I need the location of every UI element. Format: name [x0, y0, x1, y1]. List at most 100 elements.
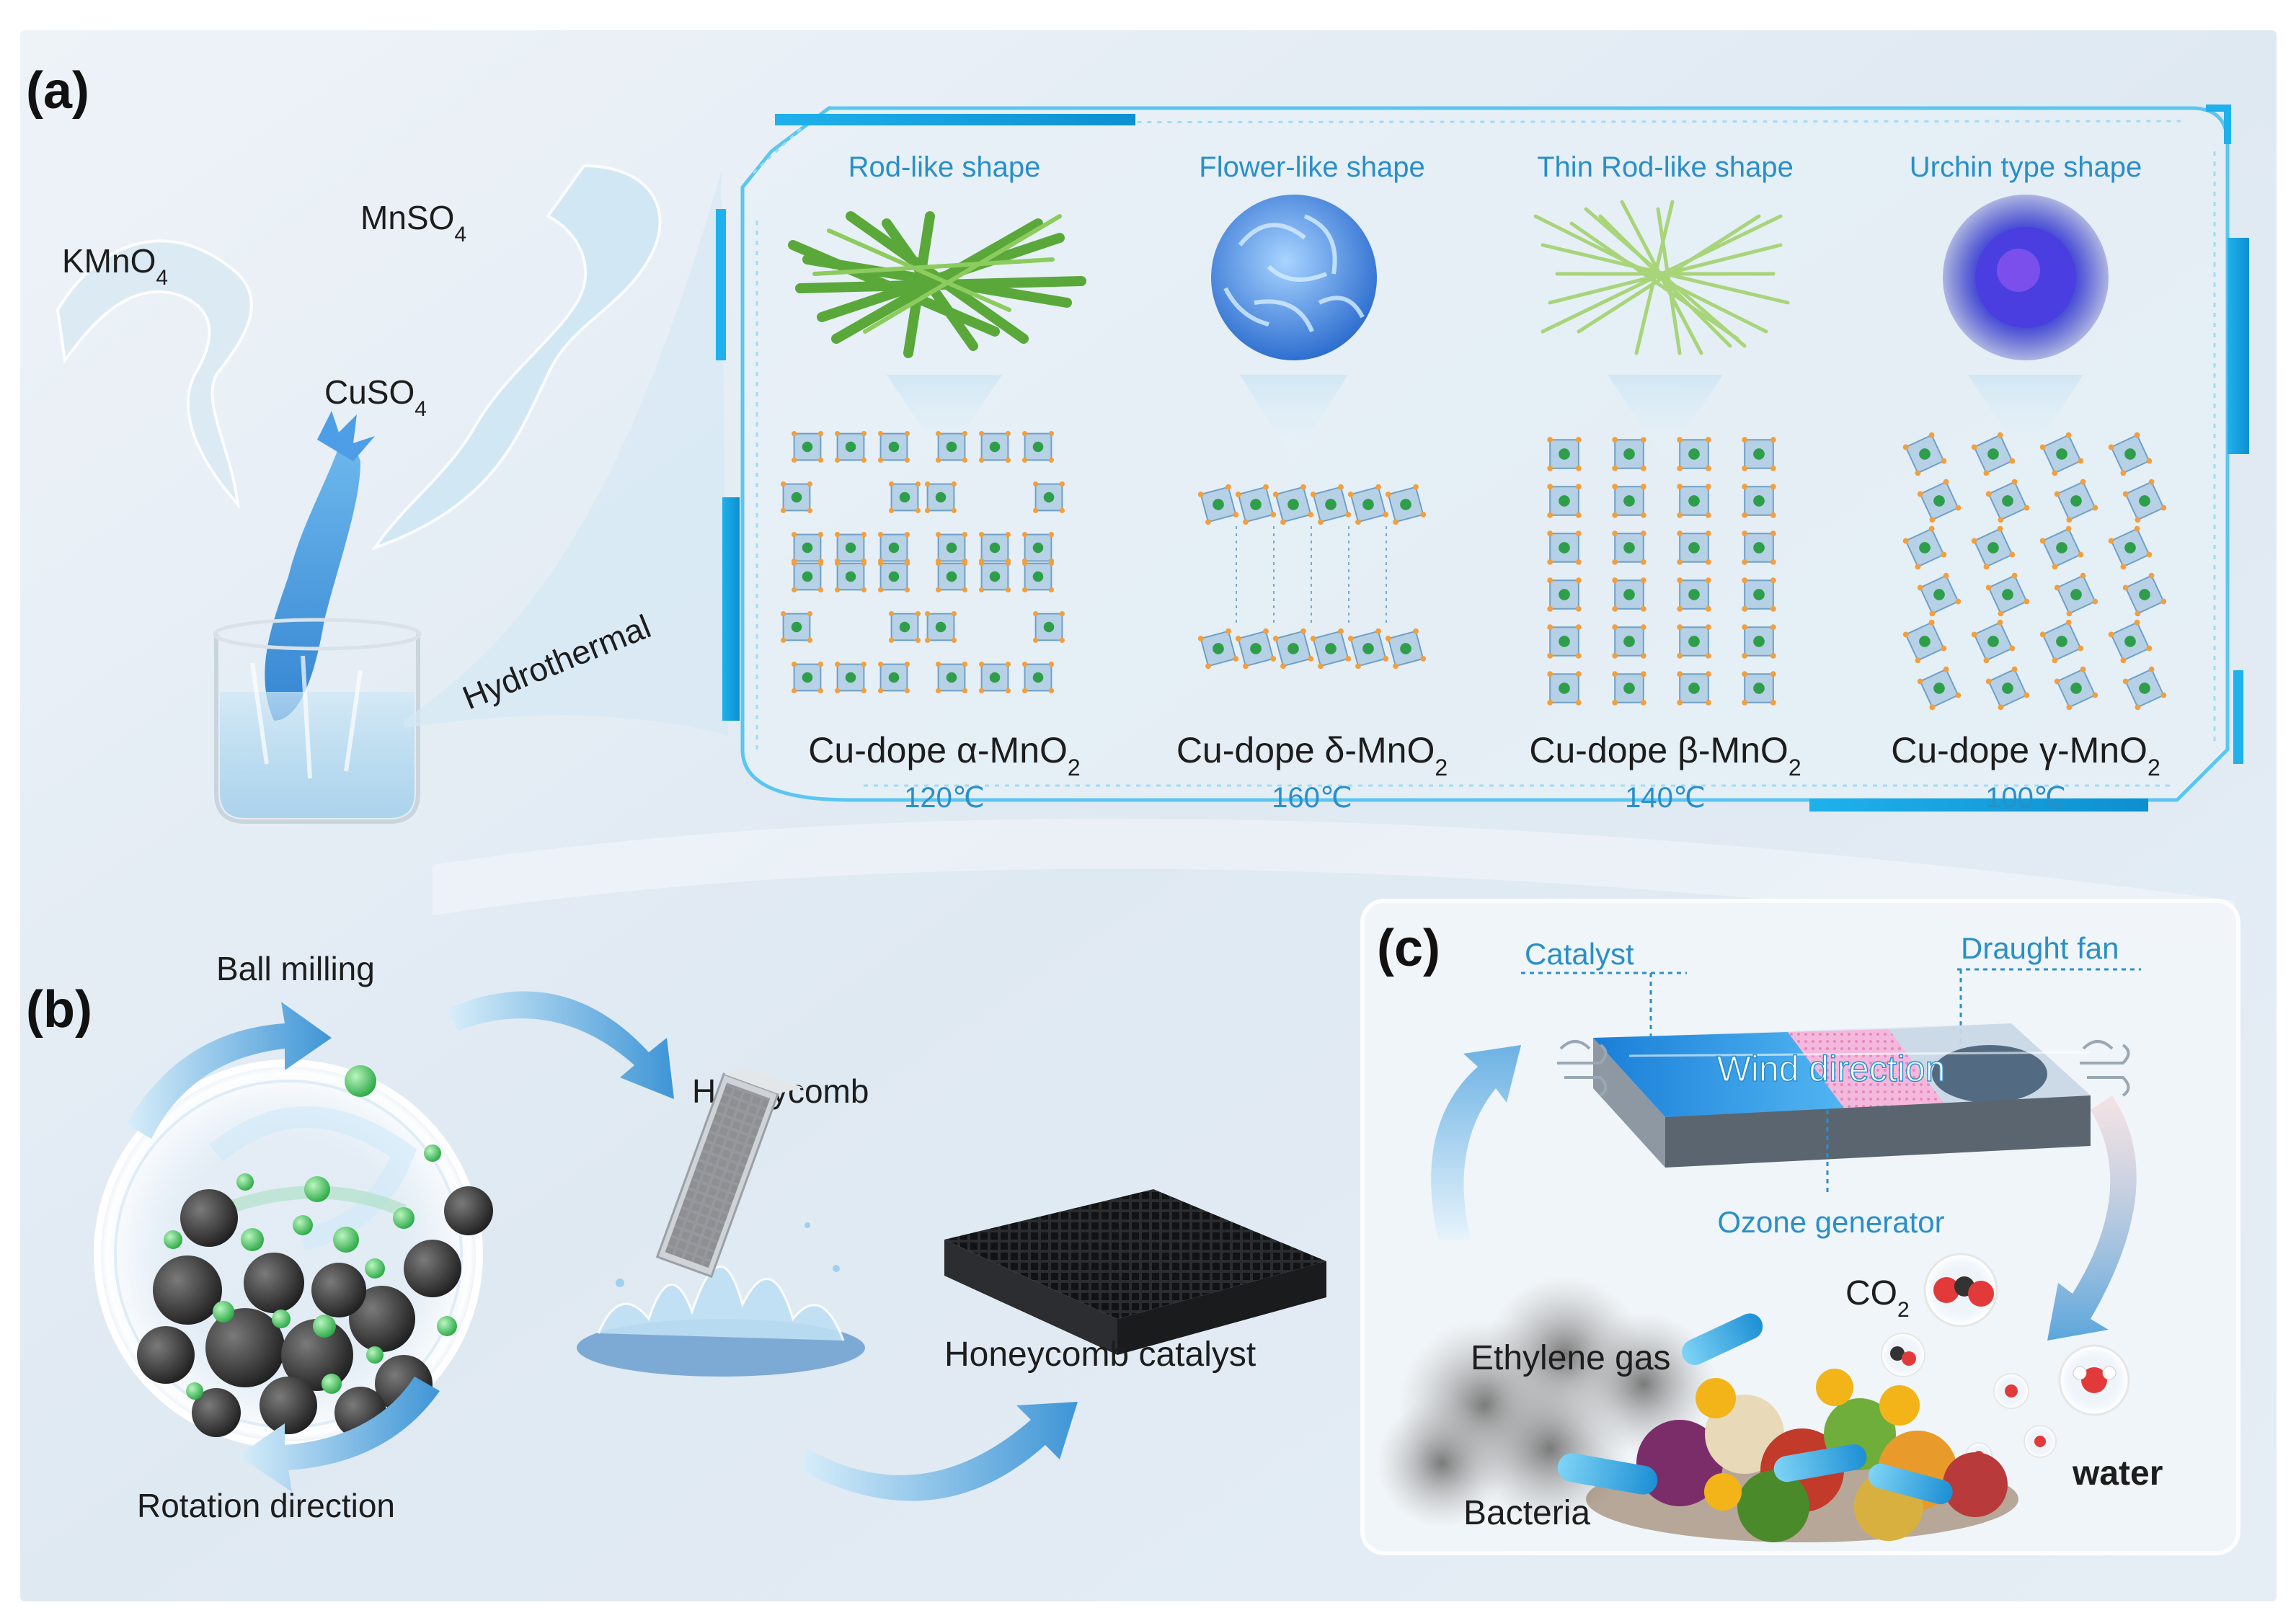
- powder-particle: [213, 1301, 234, 1323]
- phase-label-gamma: Cu-dope γ-MnO2: [1891, 730, 2160, 781]
- panel-a: (a) KMnO4 MnSO4 CuSO4 Hydrothermal: [26, 62, 2249, 824]
- light-streak: [433, 818, 2235, 951]
- panel-b-label: (b): [26, 981, 92, 1039]
- wind-icon-right: [2080, 1040, 2130, 1097]
- arrow-to-honeycomb: [447, 991, 674, 1099]
- powder-particle: [393, 1207, 415, 1229]
- temp-label-gamma: 100℃: [1985, 782, 2066, 814]
- arrow-to-catalyst: [800, 1402, 1078, 1501]
- grinding-ball: [192, 1388, 241, 1437]
- tech-frame: [716, 105, 2249, 812]
- rotation-direction-label: Rotation direction: [137, 1487, 395, 1524]
- grinding-ball: [205, 1308, 285, 1387]
- column-gamma: Urchin type shape Cu-dope γ-MnO2 100℃: [1891, 151, 2167, 814]
- honeycomb-catalyst-block: [944, 1189, 1326, 1355]
- kmno4-splash: [56, 239, 253, 510]
- catalyst-layer: [1593, 1032, 1845, 1117]
- beaker: [213, 618, 422, 824]
- grinding-ball: [244, 1253, 304, 1313]
- wind-direction-label: Wind direction: [1717, 1049, 1946, 1089]
- powder-particle: [345, 1065, 376, 1097]
- panel-c: (c) Catalyst Draught fan Wind: [1360, 899, 2240, 1555]
- catalyst-label: Catalyst: [1525, 937, 1634, 971]
- beta-crystal-structure: [1547, 437, 1776, 706]
- panel-b: (b) Ball milling Rotation direction Hone…: [26, 950, 1326, 1524]
- wind-icon-left: [1557, 1040, 1608, 1097]
- column-beta: Thin Rod-like shape Cu-dope β-MnO2 140℃: [1529, 151, 1801, 814]
- kmno4-label: KMnO4: [62, 242, 168, 290]
- rotation-arrow-top: [126, 1002, 332, 1139]
- temp-label-beta: 140℃: [1625, 782, 1706, 814]
- hydrothermal-beam: [404, 173, 728, 735]
- grinding-ball: [137, 1326, 195, 1384]
- bacteria-group: [1557, 1313, 1953, 1505]
- grinding-ball: [311, 1263, 366, 1317]
- ball-milling-label: Ball milling: [216, 950, 375, 987]
- column-delta: Flower-like shape Cu-dope δ-MnO2 160℃: [1176, 151, 1448, 814]
- shape-label-urchin: Urchin type shape: [1910, 151, 2142, 183]
- cuso4-splash-top: [317, 411, 375, 461]
- cuso4-label: CuSO4: [324, 373, 427, 421]
- co2-molecule: [1923, 1253, 1998, 1328]
- air-outflow-arrow: [2047, 1095, 2137, 1341]
- fan-unit: [1932, 1045, 2047, 1103]
- powder-particle: [304, 1176, 330, 1202]
- gamma-crystal-structure: [1902, 432, 2167, 711]
- urchin-morphology: [1943, 195, 2109, 360]
- powder-particle: [186, 1382, 203, 1400]
- ozone-generator-label: Ozone generator: [1717, 1205, 1944, 1239]
- cone-beta: [1608, 375, 1723, 461]
- grinding-ball: [281, 1319, 353, 1391]
- panel-a-label: (a): [26, 62, 89, 120]
- panel-c-label: (c): [1377, 920, 1440, 977]
- shape-label-thin-rod: Thin Rod-like shape: [1537, 151, 1794, 183]
- flower-morphology: [1211, 195, 1377, 360]
- grinding-ball: [349, 1286, 415, 1352]
- phase-label-alpha: Cu-dope α-MnO2: [808, 730, 1080, 781]
- mnso4-label: MnSO4: [360, 199, 466, 246]
- powder-particle: [164, 1230, 182, 1249]
- powder-particle: [236, 1173, 254, 1191]
- mnso4-splash: [371, 164, 662, 551]
- powder-particle: [322, 1374, 342, 1394]
- delta-crystal-structure: [1197, 484, 1427, 670]
- powder-particle: [424, 1144, 441, 1162]
- purifier-device: [1593, 1023, 2091, 1168]
- air-inflow-arrow: [1431, 1045, 1521, 1240]
- grinding-ball: [404, 1240, 461, 1297]
- ethylene-gas-label: Ethylene gas: [1471, 1339, 1671, 1377]
- powder-particle: [366, 1346, 384, 1364]
- grinding-ball: [180, 1189, 238, 1247]
- honeycomb-catalyst-label: Honeycomb catalyst: [944, 1335, 1256, 1374]
- column-alpha: Rod-like shape Cu-dope α-MnO2 120℃: [780, 151, 1086, 814]
- ethylene-cloud: [1377, 1276, 1716, 1528]
- powder-particle: [365, 1258, 385, 1279]
- grinding-ball: [153, 1255, 222, 1325]
- alpha-crystal-structure: [780, 430, 1065, 694]
- cone-alpha: [887, 375, 1002, 461]
- powder-particle: [333, 1227, 359, 1253]
- phase-label-delta: Cu-dope δ-MnO2: [1176, 730, 1448, 781]
- powder-particle: [313, 1315, 336, 1338]
- water-label: water: [2072, 1454, 2163, 1493]
- co2-label: CO2: [1845, 1274, 1910, 1322]
- cone-gamma: [1968, 375, 2083, 461]
- grinding-ball: [444, 1186, 493, 1235]
- temp-label-alpha: 120℃: [904, 782, 985, 814]
- ozone-generator-layer: [1788, 1029, 1946, 1110]
- bacteria-label: Bacteria: [1463, 1494, 1590, 1532]
- powder-particle: [293, 1215, 313, 1235]
- small-co2-molecule: [1881, 1333, 1925, 1377]
- grinding-ball: [260, 1377, 317, 1434]
- phase-label-beta: Cu-dope β-MnO2: [1529, 730, 1801, 781]
- draught-fan-label: Draught fan: [1961, 931, 2119, 965]
- powder-particle: [437, 1316, 457, 1336]
- shape-label-rod: Rod-like shape: [848, 151, 1041, 183]
- cone-delta: [1240, 375, 1348, 461]
- powder-particle: [272, 1310, 291, 1328]
- thin-rod-morphology: [1533, 200, 1790, 355]
- rotation-arrow-bottom: [238, 1377, 440, 1492]
- shape-label-flower: Flower-like shape: [1199, 151, 1424, 183]
- powder-particle: [241, 1228, 264, 1251]
